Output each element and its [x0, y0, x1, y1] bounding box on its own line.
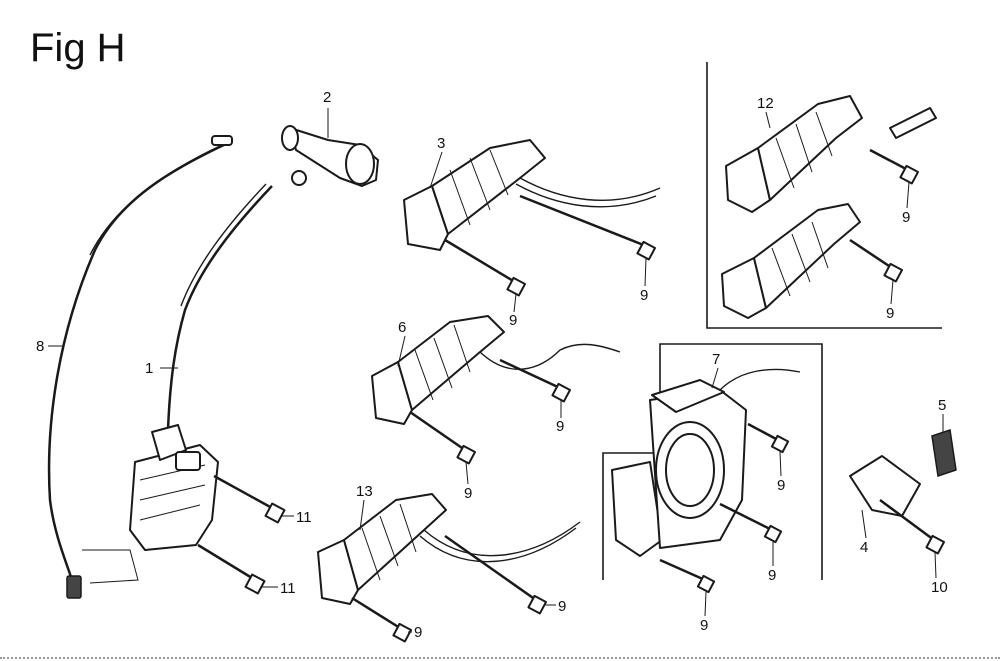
callout-9-coil13-left: 9 [414, 624, 422, 641]
callout-9-coil12-lower: 9 [886, 305, 894, 322]
callout-9-coil3-left: 9 [509, 312, 517, 329]
callout-11-lower: 11 [280, 580, 296, 597]
bottom-divider [0, 657, 1000, 659]
part-5-clip [931, 429, 957, 477]
leader-9-b [644, 257, 647, 287]
leader-9-e [906, 181, 910, 209]
part-6-coil [371, 315, 621, 465]
callout-6: 6 [398, 319, 406, 336]
leader-13 [359, 499, 365, 531]
callout-5: 5 [938, 397, 946, 414]
callout-12: 12 [757, 95, 774, 112]
leader-7 [711, 367, 719, 389]
part-12-coil-upper [725, 95, 937, 213]
leader-9-i [704, 591, 707, 617]
part-2-plug-cap [281, 125, 379, 187]
bolt-11-upper [213, 474, 286, 524]
callout-13: 13 [356, 483, 373, 500]
part-4-bracket [849, 455, 921, 517]
callout-9-coil13-right: 9 [558, 598, 566, 615]
leader-9-g [779, 451, 782, 477]
leader-9-f [890, 279, 894, 305]
callout-9-coil12-upper: 9 [902, 209, 910, 226]
part-3-coil [403, 139, 661, 297]
leader-9-d [465, 461, 469, 485]
callout-9-coil6-right: 9 [556, 418, 564, 435]
callout-10: 10 [931, 579, 948, 596]
bolt-11-lower [197, 543, 266, 595]
part-12-coil-lower [721, 203, 903, 319]
part-8-wire [47, 135, 233, 599]
callout-4: 4 [860, 539, 868, 556]
callout-3: 3 [437, 135, 445, 152]
inset-frame-top-right [706, 62, 942, 329]
callout-9-coil6-left: 9 [464, 485, 472, 502]
part-13-coil [317, 493, 581, 643]
callout-8: 8 [36, 338, 44, 355]
leader-9-a [513, 293, 517, 313]
part-1-ignition-coil [129, 183, 273, 551]
callout-7: 7 [712, 351, 720, 368]
callout-11-upper: 11 [296, 509, 312, 526]
callout-9-stator-middle: 9 [768, 567, 776, 584]
leader-10 [934, 551, 937, 579]
leader-12 [765, 111, 771, 129]
figure-title: Fig H [30, 26, 126, 70]
leader-4 [861, 509, 867, 539]
leader-3 [429, 151, 443, 189]
callout-9-stator-lower: 9 [700, 617, 708, 634]
callout-1: 1 [145, 360, 153, 377]
leader-6 [397, 335, 406, 367]
callout-2: 2 [323, 89, 331, 106]
bolt-10 [879, 498, 945, 555]
part-7-stator-assembly [611, 368, 801, 594]
callout-9-stator-upper: 9 [777, 477, 785, 494]
callout-9-coil3-right: 9 [640, 287, 648, 304]
